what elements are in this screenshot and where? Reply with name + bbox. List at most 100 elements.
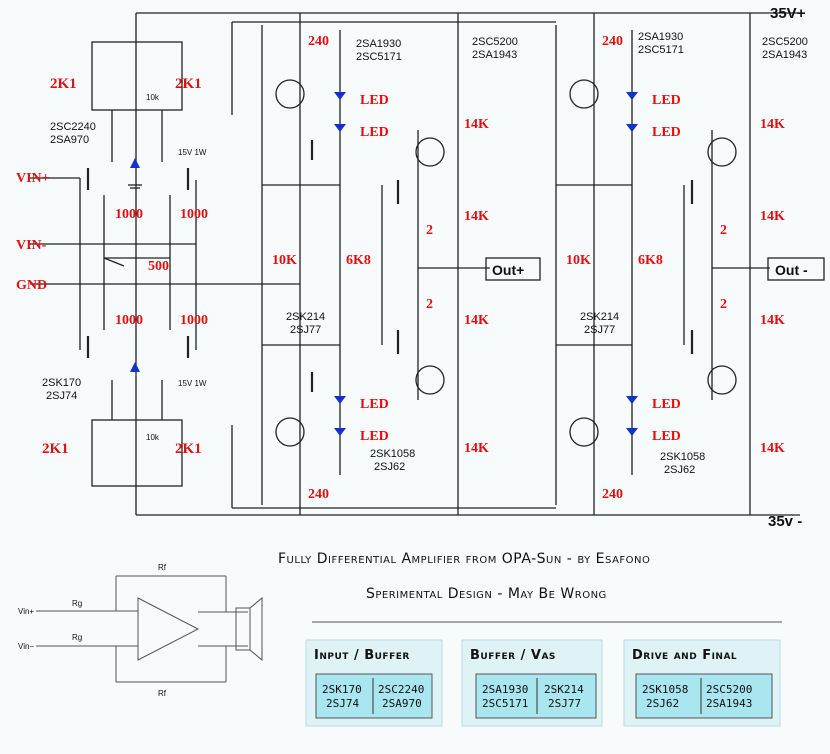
resistor-10k-small-label: 10k bbox=[146, 433, 160, 442]
resistor-500-label: 500 bbox=[148, 259, 169, 274]
transistor-icon bbox=[569, 79, 599, 109]
resistor-240-label: 240 bbox=[308, 487, 329, 502]
transistors bbox=[275, 79, 737, 447]
resistor-2-label: 2 bbox=[426, 297, 433, 312]
inset-opamp-diagram: Vin+ Vin− Rg Rg Rf Rf bbox=[18, 563, 263, 698]
part-label: 2SA1930 bbox=[356, 38, 401, 50]
legend-heading: Input / Buffer bbox=[314, 648, 410, 663]
resistor-14k-label: 14K bbox=[464, 209, 489, 224]
resistor-2k1-label: 2K1 bbox=[175, 441, 202, 457]
resistor-2-label: 2 bbox=[720, 297, 727, 312]
transistor-icon bbox=[707, 365, 737, 395]
zener-label: 15V 1W bbox=[178, 379, 207, 388]
led-label: LED bbox=[652, 93, 681, 108]
legend-block-buffer: Buffer / Vas 2SA1930 2SC5171 2SK214 2SJ7… bbox=[461, 639, 603, 727]
led-icon bbox=[626, 396, 638, 404]
speaker-cone-icon bbox=[249, 596, 263, 662]
legend-heading: Drive and Final bbox=[632, 648, 737, 663]
part-label: 2SJ77 bbox=[584, 324, 615, 336]
legend-part: 2SA1943 bbox=[706, 697, 752, 710]
part-label: 2SA1943 bbox=[472, 49, 517, 61]
caption-title: Fully Differential Amplifier from OPA-Su… bbox=[278, 551, 650, 567]
resistor-1000-label: 1000 bbox=[115, 313, 143, 328]
resistor-14k-label: 14K bbox=[760, 209, 785, 224]
gnd-label: GND bbox=[16, 278, 47, 293]
led-icon bbox=[626, 92, 638, 100]
zener-top-icon bbox=[130, 158, 140, 168]
part-label: 2SK1058 bbox=[660, 451, 705, 463]
part-label: 2SK170 bbox=[42, 377, 81, 389]
inset-vin-minus: Vin− bbox=[18, 642, 34, 651]
led-label: LED bbox=[652, 397, 681, 412]
rail-negative-label: 35v - bbox=[768, 513, 802, 530]
part-label: 2SJ62 bbox=[664, 464, 695, 476]
legend-part: 2SK170 bbox=[322, 683, 362, 696]
led-icon bbox=[334, 396, 346, 404]
led-icon bbox=[334, 428, 346, 436]
resistor-2k1-label: 2K1 bbox=[42, 441, 69, 457]
part-label: 2SK214 bbox=[580, 311, 619, 323]
zener-label: 15V 1W bbox=[178, 148, 207, 157]
input-stage bbox=[86, 41, 190, 487]
rails: 35V+ 35v - bbox=[135, 5, 806, 530]
transistor-icon bbox=[707, 137, 737, 167]
part-label: 2SA1943 bbox=[762, 49, 807, 61]
resistor-240-label: 240 bbox=[602, 34, 623, 49]
led-symbols bbox=[334, 92, 638, 436]
led-label: LED bbox=[360, 93, 389, 108]
vin-minus-label: VIN- bbox=[16, 238, 47, 253]
resistor-2k1-label: 2K1 bbox=[50, 76, 77, 92]
resistor-6k8-label: 6K8 bbox=[346, 253, 371, 268]
opamp-triangle-icon bbox=[137, 597, 200, 661]
resistor-240-label: 240 bbox=[602, 487, 623, 502]
legend-block-drive: Drive and Final 2SK1058 2SJ62 2SC5200 2S… bbox=[623, 639, 781, 727]
part-label: 2SK214 bbox=[286, 311, 325, 323]
part-label: 2SC5171 bbox=[356, 51, 402, 63]
part-label: 2SC2240 bbox=[50, 121, 96, 133]
resistor-10k-label: 10K bbox=[272, 253, 297, 268]
part-label: 2SJ77 bbox=[290, 324, 321, 336]
transistor-icon bbox=[415, 365, 445, 395]
speaker-icon bbox=[235, 607, 251, 651]
led-label: LED bbox=[360, 429, 389, 444]
resistor-2-label: 2 bbox=[426, 223, 433, 238]
resistor-14k-label: 14K bbox=[760, 313, 785, 328]
legend-part: 2SJ77 bbox=[548, 697, 581, 710]
led-label: LED bbox=[652, 429, 681, 444]
inset-vin-plus: Vin+ bbox=[18, 607, 34, 616]
legend-part: 2SC5171 bbox=[482, 697, 528, 710]
resistor-14k-label: 14K bbox=[464, 441, 489, 456]
legend-part: 2SC2240 bbox=[378, 683, 424, 696]
resistor-14k-label: 14K bbox=[464, 313, 489, 328]
legend-part: 2SK214 bbox=[544, 683, 584, 696]
part-label: 2SA1930 bbox=[638, 31, 683, 43]
part-label: 2SA970 bbox=[50, 134, 89, 146]
inset-rg: Rg bbox=[72, 599, 82, 608]
inset-rg: Rg bbox=[72, 633, 82, 642]
legend-block-input: Input / Buffer 2SK170 2SJ74 2SC2240 2SA9… bbox=[305, 639, 443, 727]
resistor-14k-label: 14K bbox=[760, 117, 785, 132]
resistor-6k8-label: 6K8 bbox=[638, 253, 663, 268]
vin-plus-label: VIN+ bbox=[16, 171, 50, 186]
part-label: 2SC5200 bbox=[472, 36, 518, 48]
wiring bbox=[30, 13, 770, 515]
legend-part: 2SA1930 bbox=[482, 683, 528, 696]
legend-part: 2SJ62 bbox=[646, 697, 679, 710]
led-icon bbox=[334, 124, 346, 132]
output-terminals: Out+ Out - bbox=[485, 257, 825, 281]
out-plus-box bbox=[485, 257, 541, 281]
legend-part: 2SK1058 bbox=[642, 683, 688, 696]
resistor-14k-label: 14K bbox=[760, 441, 785, 456]
inset-rf: Rf bbox=[158, 563, 167, 572]
transistor-icon bbox=[415, 137, 445, 167]
inset-rf: Rf bbox=[158, 689, 167, 698]
resistor-1000-label: 1000 bbox=[115, 207, 143, 222]
zener-bottom-icon bbox=[130, 362, 140, 372]
transistor-icon bbox=[569, 417, 599, 447]
resistor-10k-label: 10K bbox=[566, 253, 591, 268]
caption-subtitle: Sperimental Design - May Be Wrong bbox=[366, 586, 607, 602]
out-minus-box bbox=[767, 257, 825, 281]
legend-heading: Buffer / Vas bbox=[470, 648, 556, 663]
